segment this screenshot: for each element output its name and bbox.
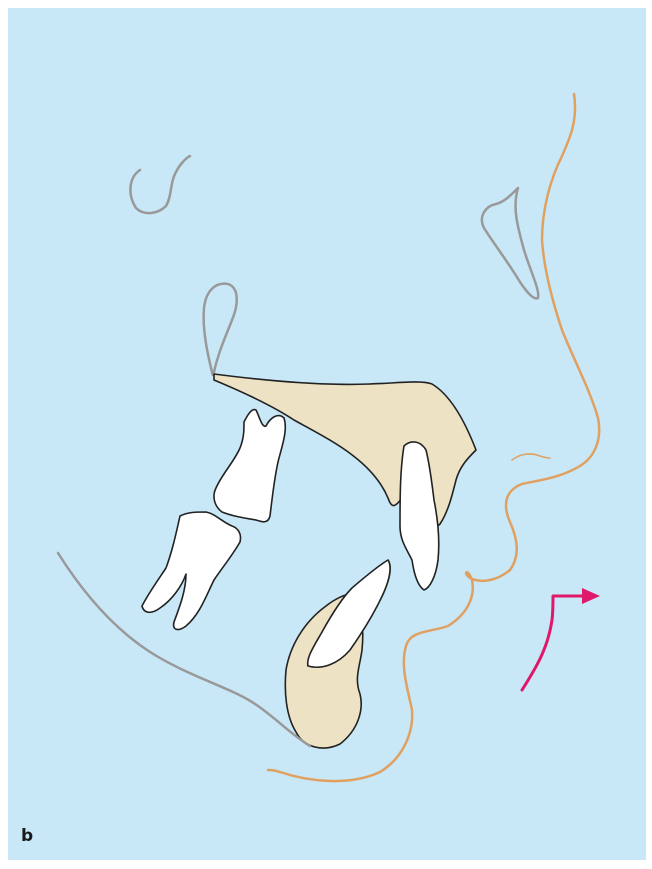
orbit-outline [482,188,538,298]
panel-label: b [21,826,33,846]
arrow-curve [522,596,582,690]
mandibular-border [58,553,310,746]
cephalometric-tracing [8,8,646,860]
upper-molar [214,410,285,522]
nasal-ala-mark [512,454,550,460]
pterygomaxillary-fissure [204,284,237,376]
forward-direction-arrow [522,588,600,690]
ear-outline [130,156,190,213]
diagram-panel: b [8,8,646,860]
arrow-head [582,588,600,604]
lower-molar [142,512,241,629]
